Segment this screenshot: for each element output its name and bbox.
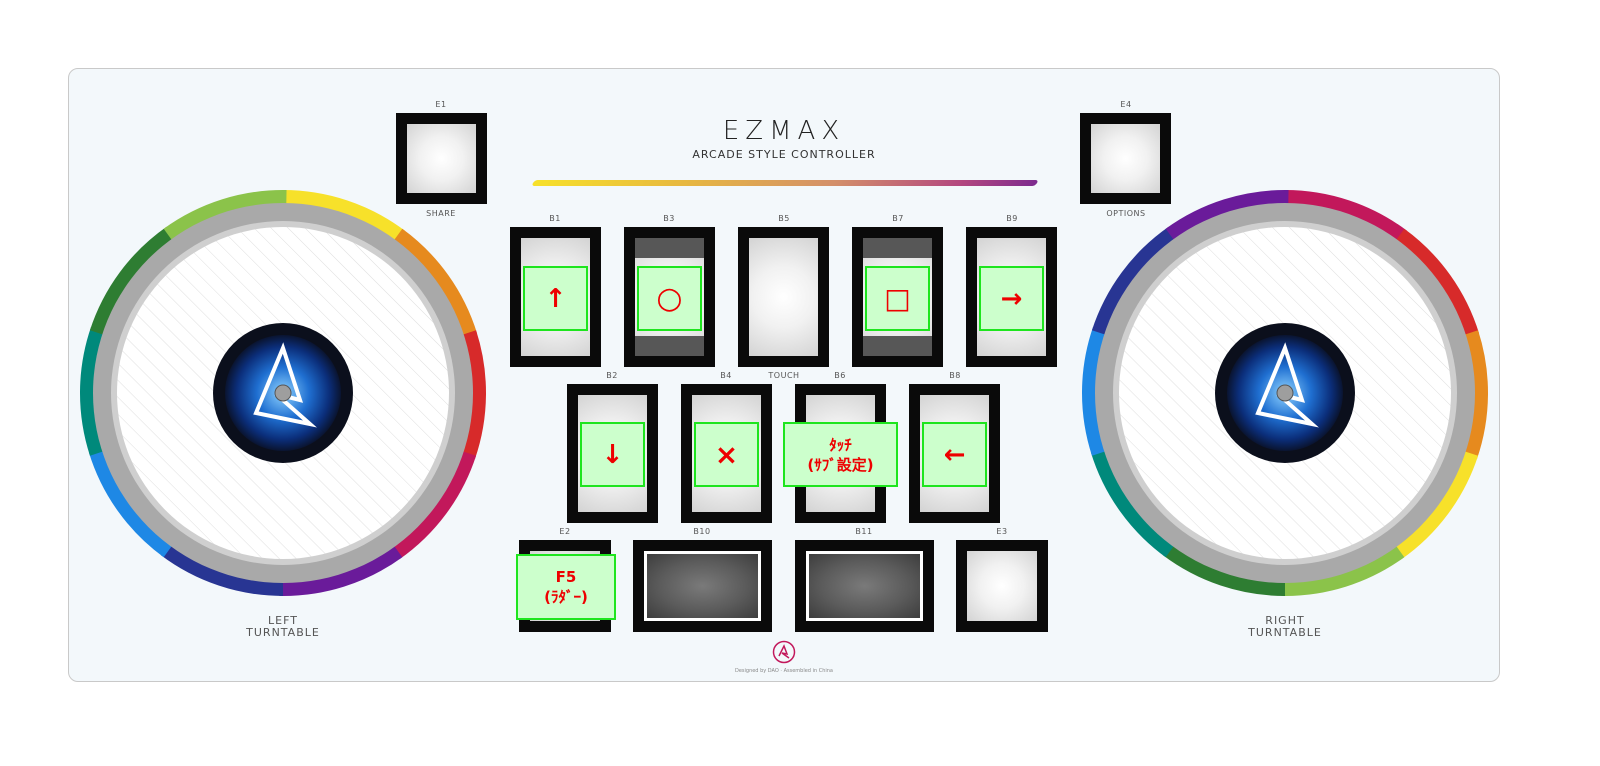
b10-id: B10 <box>693 527 711 536</box>
rainbow-ring-segment <box>391 451 477 560</box>
spindle-icon <box>274 384 292 402</box>
rainbow-ring-segment <box>1396 228 1480 338</box>
rainbow-ring-segment <box>279 545 403 596</box>
gradient-bar <box>531 180 1039 186</box>
options-button[interactable] <box>1080 113 1171 204</box>
rainbow-ring-segment <box>1082 326 1107 456</box>
b10-button[interactable] <box>633 540 772 632</box>
rainbow-ring-segment <box>1091 226 1177 335</box>
e2-id: E2 <box>559 527 571 536</box>
e2-overlay-ladder: F5 (ﾗﾀﾞｰ) <box>516 554 616 620</box>
footer-ad-logo-icon <box>772 640 796 664</box>
rainbow-ring-segment <box>80 326 105 456</box>
b6-id: B6 <box>834 371 846 380</box>
rainbow-ring-segment <box>1090 448 1174 558</box>
b11-button[interactable] <box>795 540 934 632</box>
left-turntable[interactable] <box>78 188 488 598</box>
b3-overlay-circle: ○ <box>637 266 702 331</box>
b6-overlay-touch-sub: ﾀｯﾁ (ｻﾌﾞ設定) <box>783 422 898 487</box>
b8-id: B8 <box>949 371 961 380</box>
rainbow-ring-segment <box>1284 190 1408 243</box>
b4-id: B4 <box>720 371 732 380</box>
brand-logo: EZMAX <box>722 116 846 146</box>
footer-credit: Designed by DAO · Assembled in China <box>734 668 834 674</box>
left-turntable-label: LEFT TURNTABLE <box>246 614 320 639</box>
b3-id: B3 <box>663 214 675 223</box>
rainbow-ring-segment <box>160 543 284 596</box>
b4-overlay-cross: × <box>694 422 759 487</box>
rainbow-ring-segment <box>89 226 175 335</box>
right-turntable[interactable] <box>1080 188 1490 598</box>
rainbow-ring-segment <box>1281 545 1405 596</box>
share-label: SHARE <box>426 209 456 218</box>
b8-overlay-left: ← <box>922 422 987 487</box>
b7-overlay-square: □ <box>865 266 930 331</box>
rainbow-ring-segment <box>282 190 406 243</box>
e4-id: E4 <box>1120 100 1132 109</box>
b11-id: B11 <box>855 527 873 536</box>
b7-id: B7 <box>892 214 904 223</box>
b1-id: B1 <box>549 214 561 223</box>
b5-touch-button[interactable] <box>738 227 829 367</box>
spindle-icon <box>1276 384 1294 402</box>
rainbow-ring-segment <box>1463 330 1488 460</box>
rainbow-ring-segment <box>461 330 486 460</box>
options-label: OPTIONS <box>1106 209 1146 218</box>
b9-overlay-right: → <box>979 266 1044 331</box>
b2-id: B2 <box>606 371 618 380</box>
rainbow-ring-segment <box>163 190 287 241</box>
rainbow-ring-segment <box>1165 190 1289 241</box>
e3-id: E3 <box>996 527 1008 536</box>
touch-label: TOUCH <box>768 371 800 380</box>
share-button[interactable] <box>396 113 487 204</box>
e1-id: E1 <box>435 100 447 109</box>
rainbow-ring <box>80 190 486 596</box>
brand-subtitle: ARCADE STYLE CONTROLLER <box>692 148 876 161</box>
rainbow-ring <box>1082 190 1488 596</box>
b1-overlay-up: ↑ <box>523 266 588 331</box>
rainbow-ring-segment <box>1162 543 1286 596</box>
rainbow-ring-segment <box>1393 451 1479 560</box>
b5-id: B5 <box>778 214 790 223</box>
rainbow-ring-segment <box>394 228 478 338</box>
rainbow-ring-segment <box>88 448 172 558</box>
b2-overlay-down: ↓ <box>580 422 645 487</box>
e3-button[interactable] <box>956 540 1048 632</box>
right-turntable-label: RIGHT TURNTABLE <box>1248 614 1322 639</box>
b9-id: B9 <box>1006 214 1018 223</box>
